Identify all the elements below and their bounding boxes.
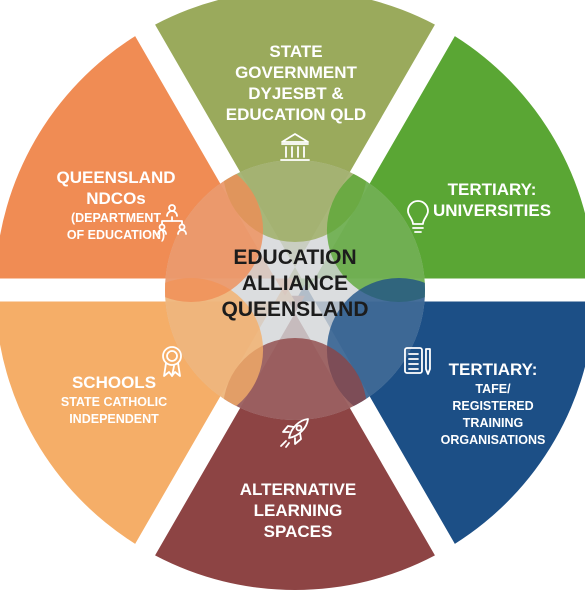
- labels-layer: EDUCATION ALLIANCE QUEENSLAND STATE GOVERNME…: [56, 42, 551, 541]
- segment-subtitle-line: INDEPENDENT: [69, 412, 159, 426]
- segment-title-line: EDUCATION QLD: [226, 105, 366, 124]
- icon-bump-alternative-learning: [223, 338, 367, 420]
- segment-subtitle-line: TAFE/: [475, 382, 511, 396]
- segment-title-line: NDCOs: [86, 189, 146, 208]
- icon-bump-queensland-ndcos: [165, 160, 264, 302]
- notepad-pencil-icon: [404, 347, 431, 375]
- icon-bump-tertiary-tafe: [326, 278, 425, 420]
- icon-bump-state-government: [223, 160, 367, 242]
- segment-subtitle-line: REGISTERED: [452, 399, 533, 413]
- segment-title-line: QUEENSLAND: [56, 168, 175, 187]
- segment-title-line: GOVERNMENT: [235, 63, 357, 82]
- lightbulb-icon: [407, 200, 429, 233]
- government-building-icon: [280, 133, 310, 161]
- segment-title-line: LEARNING: [254, 501, 343, 520]
- segment-title-line: DYJESBT &: [248, 84, 343, 103]
- segment-subtitle-line: TRAINING: [463, 416, 523, 430]
- icon-bump-tertiary-universities: [326, 160, 425, 302]
- center-title-line: EDUCATION: [233, 246, 356, 269]
- segment-title-line: TERTIARY:: [448, 180, 537, 199]
- segment-title-line: UNIVERSITIES: [433, 201, 551, 220]
- segment-subtitle-line: STATE CATHOLIC: [61, 395, 167, 409]
- center-title-line: QUEENSLAND: [221, 298, 368, 321]
- segment-title-line: SPACES: [264, 522, 333, 541]
- segment-subtitle-line: OF EDUCATION): [67, 228, 165, 242]
- icon-bumps-layer: [157, 133, 431, 448]
- segment-subtitle-line: (DEPARTMENT: [71, 211, 161, 225]
- icon-bump-schools: [165, 278, 264, 420]
- segment-title-line: ALTERNATIVE: [240, 480, 356, 499]
- rocket-icon: [280, 418, 309, 448]
- segment-title-line: SCHOOLS: [72, 373, 156, 392]
- award-ribbon-icon: [162, 346, 182, 377]
- segment-subtitle-line: ORGANISATIONS: [441, 433, 546, 447]
- segment-title-line: STATE: [269, 42, 322, 61]
- center-title-line: ALLIANCE: [242, 272, 348, 295]
- org-chart-icon: [157, 204, 187, 235]
- segment-title-line: TERTIARY:: [449, 360, 538, 379]
